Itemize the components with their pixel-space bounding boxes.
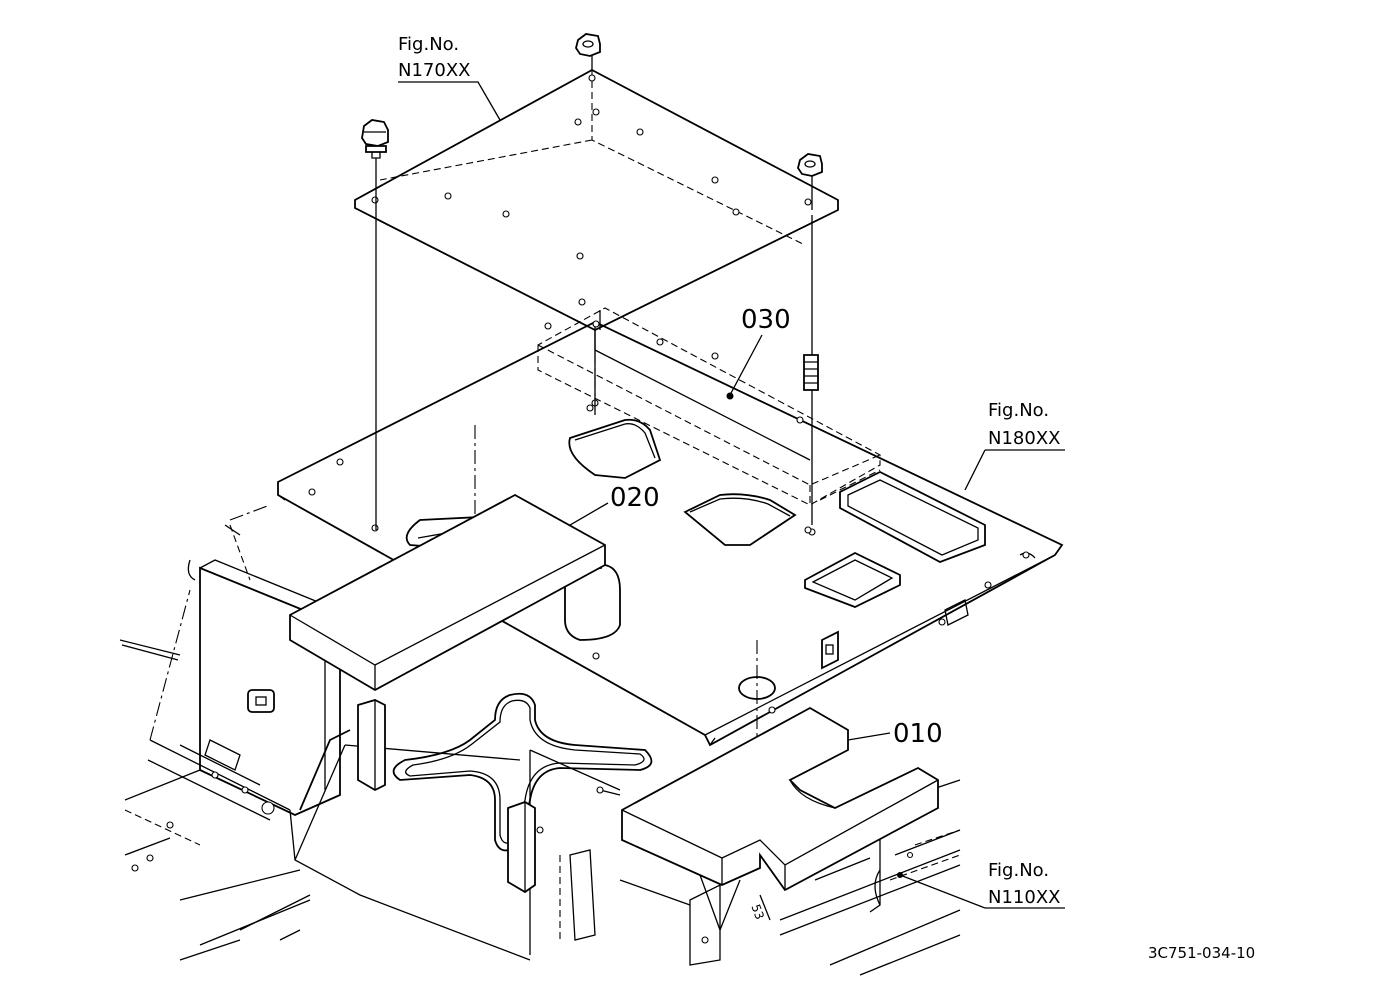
top-cover-plate (354, 68, 839, 332)
part-number-010: 010 (893, 719, 943, 749)
ref-n170-line2: N170XX (398, 60, 470, 81)
part-020-block (289, 493, 606, 692)
ref-n180-line2: N180XX (988, 428, 1060, 449)
ref-n170-line1: Fig.No. (398, 34, 459, 55)
part-010-block (621, 706, 939, 892)
reference-label-n110: Fig.No. N110XX (988, 860, 1060, 908)
fasteners (361, 33, 823, 530)
drawing-code: 3C751-034-10 (1148, 944, 1255, 962)
base-frame: 53 (119, 504, 961, 976)
ref-n110-line1: Fig.No. (988, 860, 1049, 881)
svg-text:53: 53 (748, 902, 766, 921)
ref-n180-line1: Fig.No. (988, 400, 1049, 421)
floor-plate (277, 320, 1064, 800)
part-number-030: 030 (741, 305, 791, 335)
reference-label-n170: Fig.No. N170XX (398, 34, 470, 81)
ref-n110-line2: N110XX (988, 887, 1060, 908)
part-030-frame (537, 307, 881, 534)
reference-label-n180: Fig.No. N180XX (988, 400, 1060, 449)
leader-lines (398, 81, 1065, 909)
part-number-020: 020 (610, 483, 660, 513)
